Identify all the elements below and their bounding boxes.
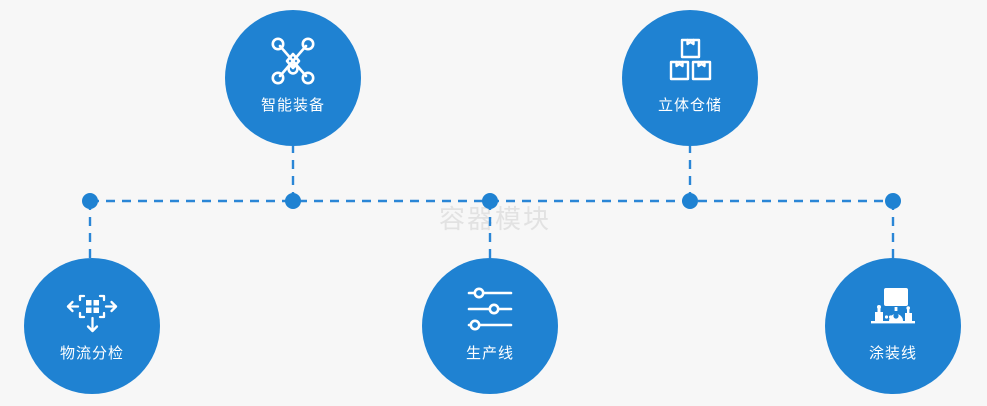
node-label: 物流分检: [59, 344, 124, 362]
junction-dot: [482, 193, 498, 209]
node-warehouse[interactable]: 立体仓储: [622, 10, 758, 146]
node-label: 立体仓储: [657, 96, 722, 114]
junction-dot: [682, 193, 698, 209]
node-logistics[interactable]: 物流分检: [24, 258, 160, 394]
node-painting[interactable]: 涂装线: [825, 258, 961, 394]
node-production[interactable]: 生产线: [422, 258, 558, 394]
stacked-boxes-icon: [669, 38, 712, 81]
sliders-icon: [467, 287, 513, 331]
node-label: 生产线: [465, 344, 514, 362]
junction-dot: [82, 193, 98, 209]
node-label: 智能装备: [260, 96, 325, 114]
junction-dot: [885, 193, 901, 209]
node-label: 涂装线: [868, 344, 917, 362]
factory-monitor-icon: [871, 288, 915, 324]
sorting-arrows-icon: [66, 294, 118, 333]
node-smart-equipment[interactable]: 智能装备: [225, 10, 361, 146]
junction-dot: [285, 193, 301, 209]
network-nodes-icon: [271, 37, 315, 85]
